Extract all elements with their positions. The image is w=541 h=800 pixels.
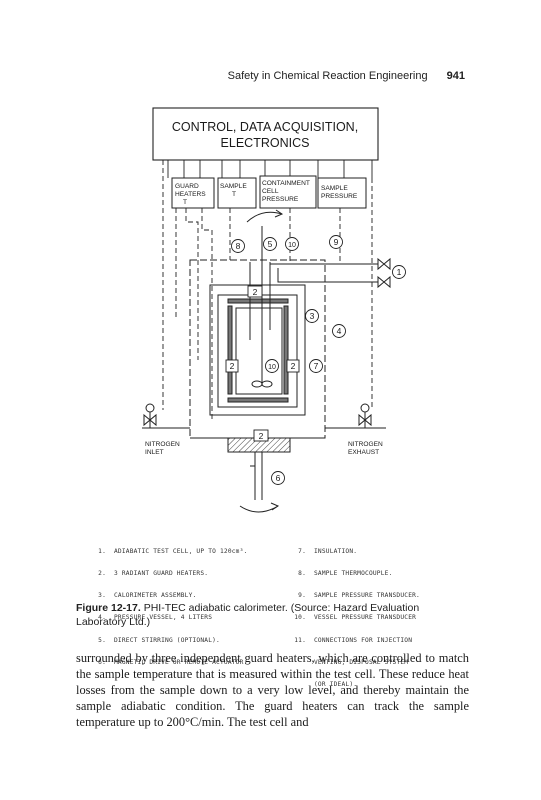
nitrogen-exhaust-label: EXHAUST [348, 449, 379, 456]
calorimeter-assembly [209, 284, 306, 416]
marker-4: 4 [337, 326, 342, 336]
marker-1: 1 [397, 267, 402, 277]
sample-pressure-module [317, 177, 367, 209]
legend-item: 9.SAMPLE PRESSURE TRANSDUCER. [298, 592, 420, 600]
nitrogen-valves [143, 403, 372, 428]
marker-7: 7 [314, 361, 319, 371]
marker-2b: 2 [230, 361, 235, 371]
marker-8: 8 [236, 241, 241, 251]
marker-10b: 10 [268, 364, 276, 371]
legend-left: 1.ADIABATIC TEST CELL, UP TO 120cm³. 2.3… [92, 533, 247, 674]
marker-9: 9 [334, 237, 339, 247]
module-label: GUARD [175, 183, 199, 190]
legend-item: 11.CONNECTIONS FOR INJECTION [294, 636, 413, 644]
legend-item: 10.VESSEL PRESSURE TRANSDUCER [294, 614, 417, 622]
legend-item: 1.ADIABATIC TEST CELL, UP TO 120cm³. [98, 547, 248, 555]
calorimeter-diagram: CONTROL, DATA ACQUISITION, ELECTRONICS G… [142, 107, 406, 513]
module-label: PRESSURE [262, 196, 299, 203]
control-box-line1: CONTROL, DATA ACQUISITION, [172, 120, 358, 134]
marker-3: 3 [310, 311, 315, 321]
injection-valves [377, 257, 391, 289]
marker-10: 10 [288, 242, 296, 249]
legend-item: (OR IDEAL). [314, 681, 358, 689]
nitrogen-inlet-label: NITROGEN [145, 441, 180, 448]
nitrogen-inlet-label: INLET [145, 449, 164, 456]
legend-item: 8.SAMPLE THERMOCOUPLE. [298, 570, 393, 578]
marker-2a: 2 [253, 287, 258, 297]
legend-item: 2.3 RADIANT GUARD HEATERS. [98, 570, 209, 578]
guard-heater-left [227, 305, 233, 395]
containment-pressure-module [259, 175, 317, 209]
control-box-line2: ELECTRONICS [221, 136, 310, 150]
legend-item: 7.INSULATION. [298, 547, 358, 555]
guard-heater-right [283, 305, 289, 395]
legend-item: 5.DIRECT STIRRING (OPTIONAL). [98, 636, 220, 644]
guard-heaters-module [171, 177, 215, 209]
module-label: SAMPLE [220, 183, 247, 190]
page-number: 941 [446, 70, 465, 82]
running-title: Safety in Chemical Reaction Engineering [227, 70, 428, 82]
test-cell [235, 307, 283, 395]
module-label: CELL [262, 188, 279, 195]
module-label: HEATERS [175, 191, 206, 198]
module-label: CONTAINMENT [262, 180, 310, 187]
figure-label: Figure 12-17. [76, 602, 141, 614]
module-label: T [232, 191, 236, 198]
marker-2c: 2 [291, 361, 296, 371]
module-label: T [183, 199, 187, 206]
body-paragraph: surrounded by three independent guard he… [76, 651, 469, 729]
legend-item: 3.CALORIMETER ASSEMBLY. [98, 592, 197, 600]
guard-heater-bottom [227, 397, 289, 403]
running-header: Safety in Chemical Reaction Engineering … [228, 70, 465, 82]
legend-right: 7.INSULATION. 8.SAMPLE THERMOCOUPLE. 9.S… [292, 533, 420, 696]
figure-caption: Figure 12-17. PHI-TEC adiabatic calorime… [76, 601, 469, 629]
figure-caption-text: PHI-TEC adiabatic calorimeter. (Source: … [76, 602, 420, 628]
legend-item: 6.MAGNETIC DRIVE OR REMOTE ACTUATOR [98, 658, 244, 666]
marker-2d: 2 [259, 431, 264, 441]
sample-t-module [217, 177, 257, 209]
marker-6: 6 [276, 473, 281, 483]
legend-item: 4.PRESSURE VESSEL, 4 LITERS [98, 614, 213, 622]
legend-item: VENTING, DISPOSAL SYSTEM [314, 658, 409, 666]
nitrogen-exhaust-label: NITROGEN [348, 441, 383, 448]
module-label: PRESSURE [321, 193, 358, 200]
guard-heater-top [227, 298, 289, 304]
marker-5: 5 [268, 239, 273, 249]
module-label: SAMPLE [321, 185, 348, 192]
control-box [152, 107, 379, 161]
